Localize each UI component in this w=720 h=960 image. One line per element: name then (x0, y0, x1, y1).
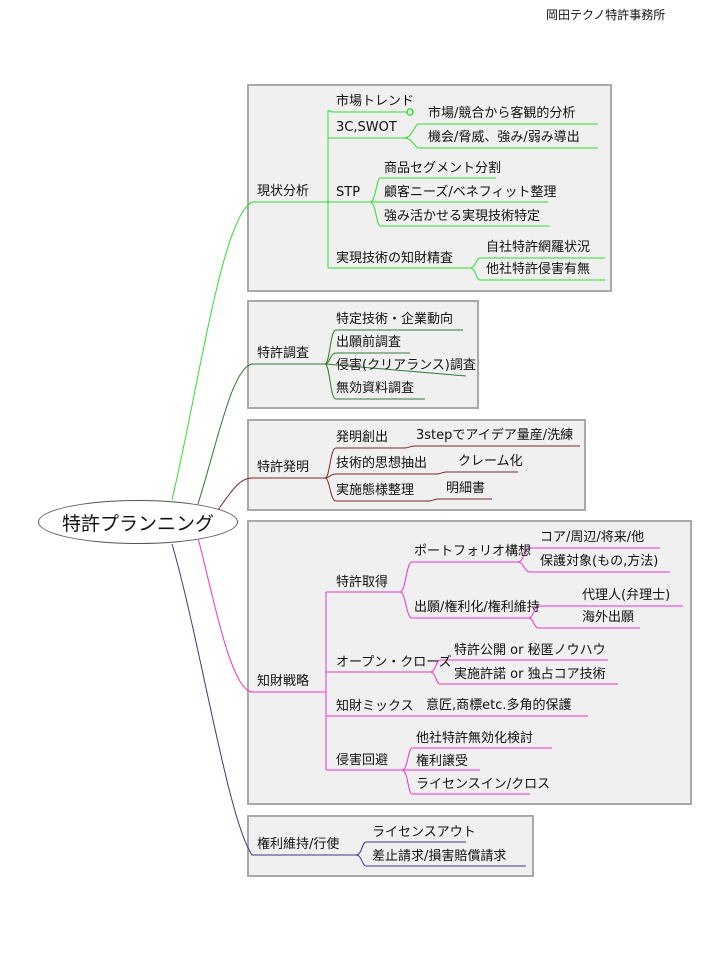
node-open-close-child-2[interactable]: 実施許諾 or 独占コア技術 (454, 667, 606, 682)
node-ip-review[interactable]: 実現技術の知財精査 (336, 251, 454, 266)
node-market-trend[interactable]: 市場トレンド (336, 94, 415, 109)
group-box-iji (247, 815, 534, 877)
node-chosa[interactable]: 特許調査 (257, 346, 310, 361)
node-avoid-child-3[interactable]: ライセンスイン/クロス (416, 777, 551, 792)
node-stp-child-3[interactable]: 強み活かせる実現技術特定 (384, 209, 541, 224)
node-swot-child-2[interactable]: 機会/脅威、強み/弱み導出 (428, 130, 580, 145)
node-ip-review-child-1[interactable]: 自社特許網羅状況 (486, 240, 591, 255)
links-genjo (171, 109, 605, 501)
node-open-close[interactable]: オープン・クローズ (336, 655, 452, 670)
author-credit: 岡田テクノ特許事務所 (546, 8, 666, 22)
node-avoid-child-2[interactable]: 権利譲受 (416, 754, 469, 769)
group-box-chosa (247, 300, 479, 409)
group-box-hatsumei (247, 419, 586, 511)
node-chosa-child-4[interactable]: 無効資料調査 (336, 381, 415, 396)
node-mix[interactable]: 知財ミックス (336, 699, 414, 714)
node-filing-child-2[interactable]: 海外出願 (582, 610, 635, 625)
node-iji-child-1[interactable]: ライセンスアウト (372, 825, 476, 840)
node-chosa-child-2[interactable]: 出願前調査 (336, 335, 402, 350)
node-chosa-child-3[interactable]: 侵害(クリアランス)調査 (336, 358, 476, 373)
node-filing-child-1[interactable]: 代理人(弁理士) (582, 588, 671, 603)
node-avoid[interactable]: 侵害回避 (336, 753, 389, 768)
links-iji (171, 543, 526, 867)
group-box-genjo (247, 84, 612, 292)
links-senryaku (197, 537, 683, 795)
node-open-close-child-1[interactable]: 特許公開 or 秘匿ノウハウ (454, 643, 606, 658)
node-portfolio-child-2[interactable]: 保護対象(もの,方法) (540, 554, 659, 569)
node-hatsumei[interactable]: 特許発明 (257, 460, 310, 475)
node-swot-child-1[interactable]: 市場/競合から客観的分析 (428, 106, 576, 121)
node-hatsumei-item-1-child[interactable]: 3stepでアイデア量産/洗練 (416, 428, 574, 443)
node-filing[interactable]: 出願/権利化/権利維持 (414, 600, 540, 615)
node-senryaku[interactable]: 知財戦略 (257, 674, 310, 689)
node-stp[interactable]: STP (336, 185, 361, 200)
node-genjo[interactable]: 現状分析 (257, 184, 310, 199)
links-chosa (197, 329, 467, 505)
node-hatsumei-item-3-child[interactable]: 明細書 (446, 481, 486, 496)
node-iji-child-2[interactable]: 差止請求/損害賠償請求 (372, 849, 507, 864)
node-acquire[interactable]: 特許取得 (336, 575, 389, 590)
links-hatsumei (217, 445, 580, 511)
node-stp-child-1[interactable]: 商品セグメント分割 (384, 161, 502, 176)
collapse-handle-icon[interactable] (406, 108, 414, 116)
node-hatsumei-item-1[interactable]: 発明創出 (336, 430, 389, 445)
node-avoid-child-1[interactable]: 他社特許無効化検討 (416, 731, 534, 746)
node-hatsumei-item-2[interactable]: 技術的思想抽出 (336, 456, 428, 471)
node-portfolio-child-1[interactable]: コア/周辺/将来/他 (540, 530, 645, 545)
node-hatsumei-item-2-child[interactable]: クレーム化 (458, 454, 523, 469)
group-box-senryaku (247, 520, 692, 805)
node-chosa-child-1[interactable]: 特定技術・企業動向 (336, 312, 454, 327)
node-hatsumei-item-3[interactable]: 実施態様整理 (336, 483, 415, 498)
node-mix-child[interactable]: 意匠,商標etc.多角的保護 (426, 698, 572, 713)
node-portfolio[interactable]: ポートフォリオ構想 (414, 544, 532, 559)
node-ip-review-child-2[interactable]: 他社特許侵害有無 (486, 262, 591, 277)
central-topic[interactable]: 特許プランニング (38, 500, 238, 544)
node-stp-child-2[interactable]: 顧客ニーズ/ベネフィット整理 (384, 185, 557, 200)
node-swot[interactable]: 3C,SWOT (336, 120, 397, 135)
node-iji[interactable]: 権利維持/行使 (257, 837, 340, 852)
